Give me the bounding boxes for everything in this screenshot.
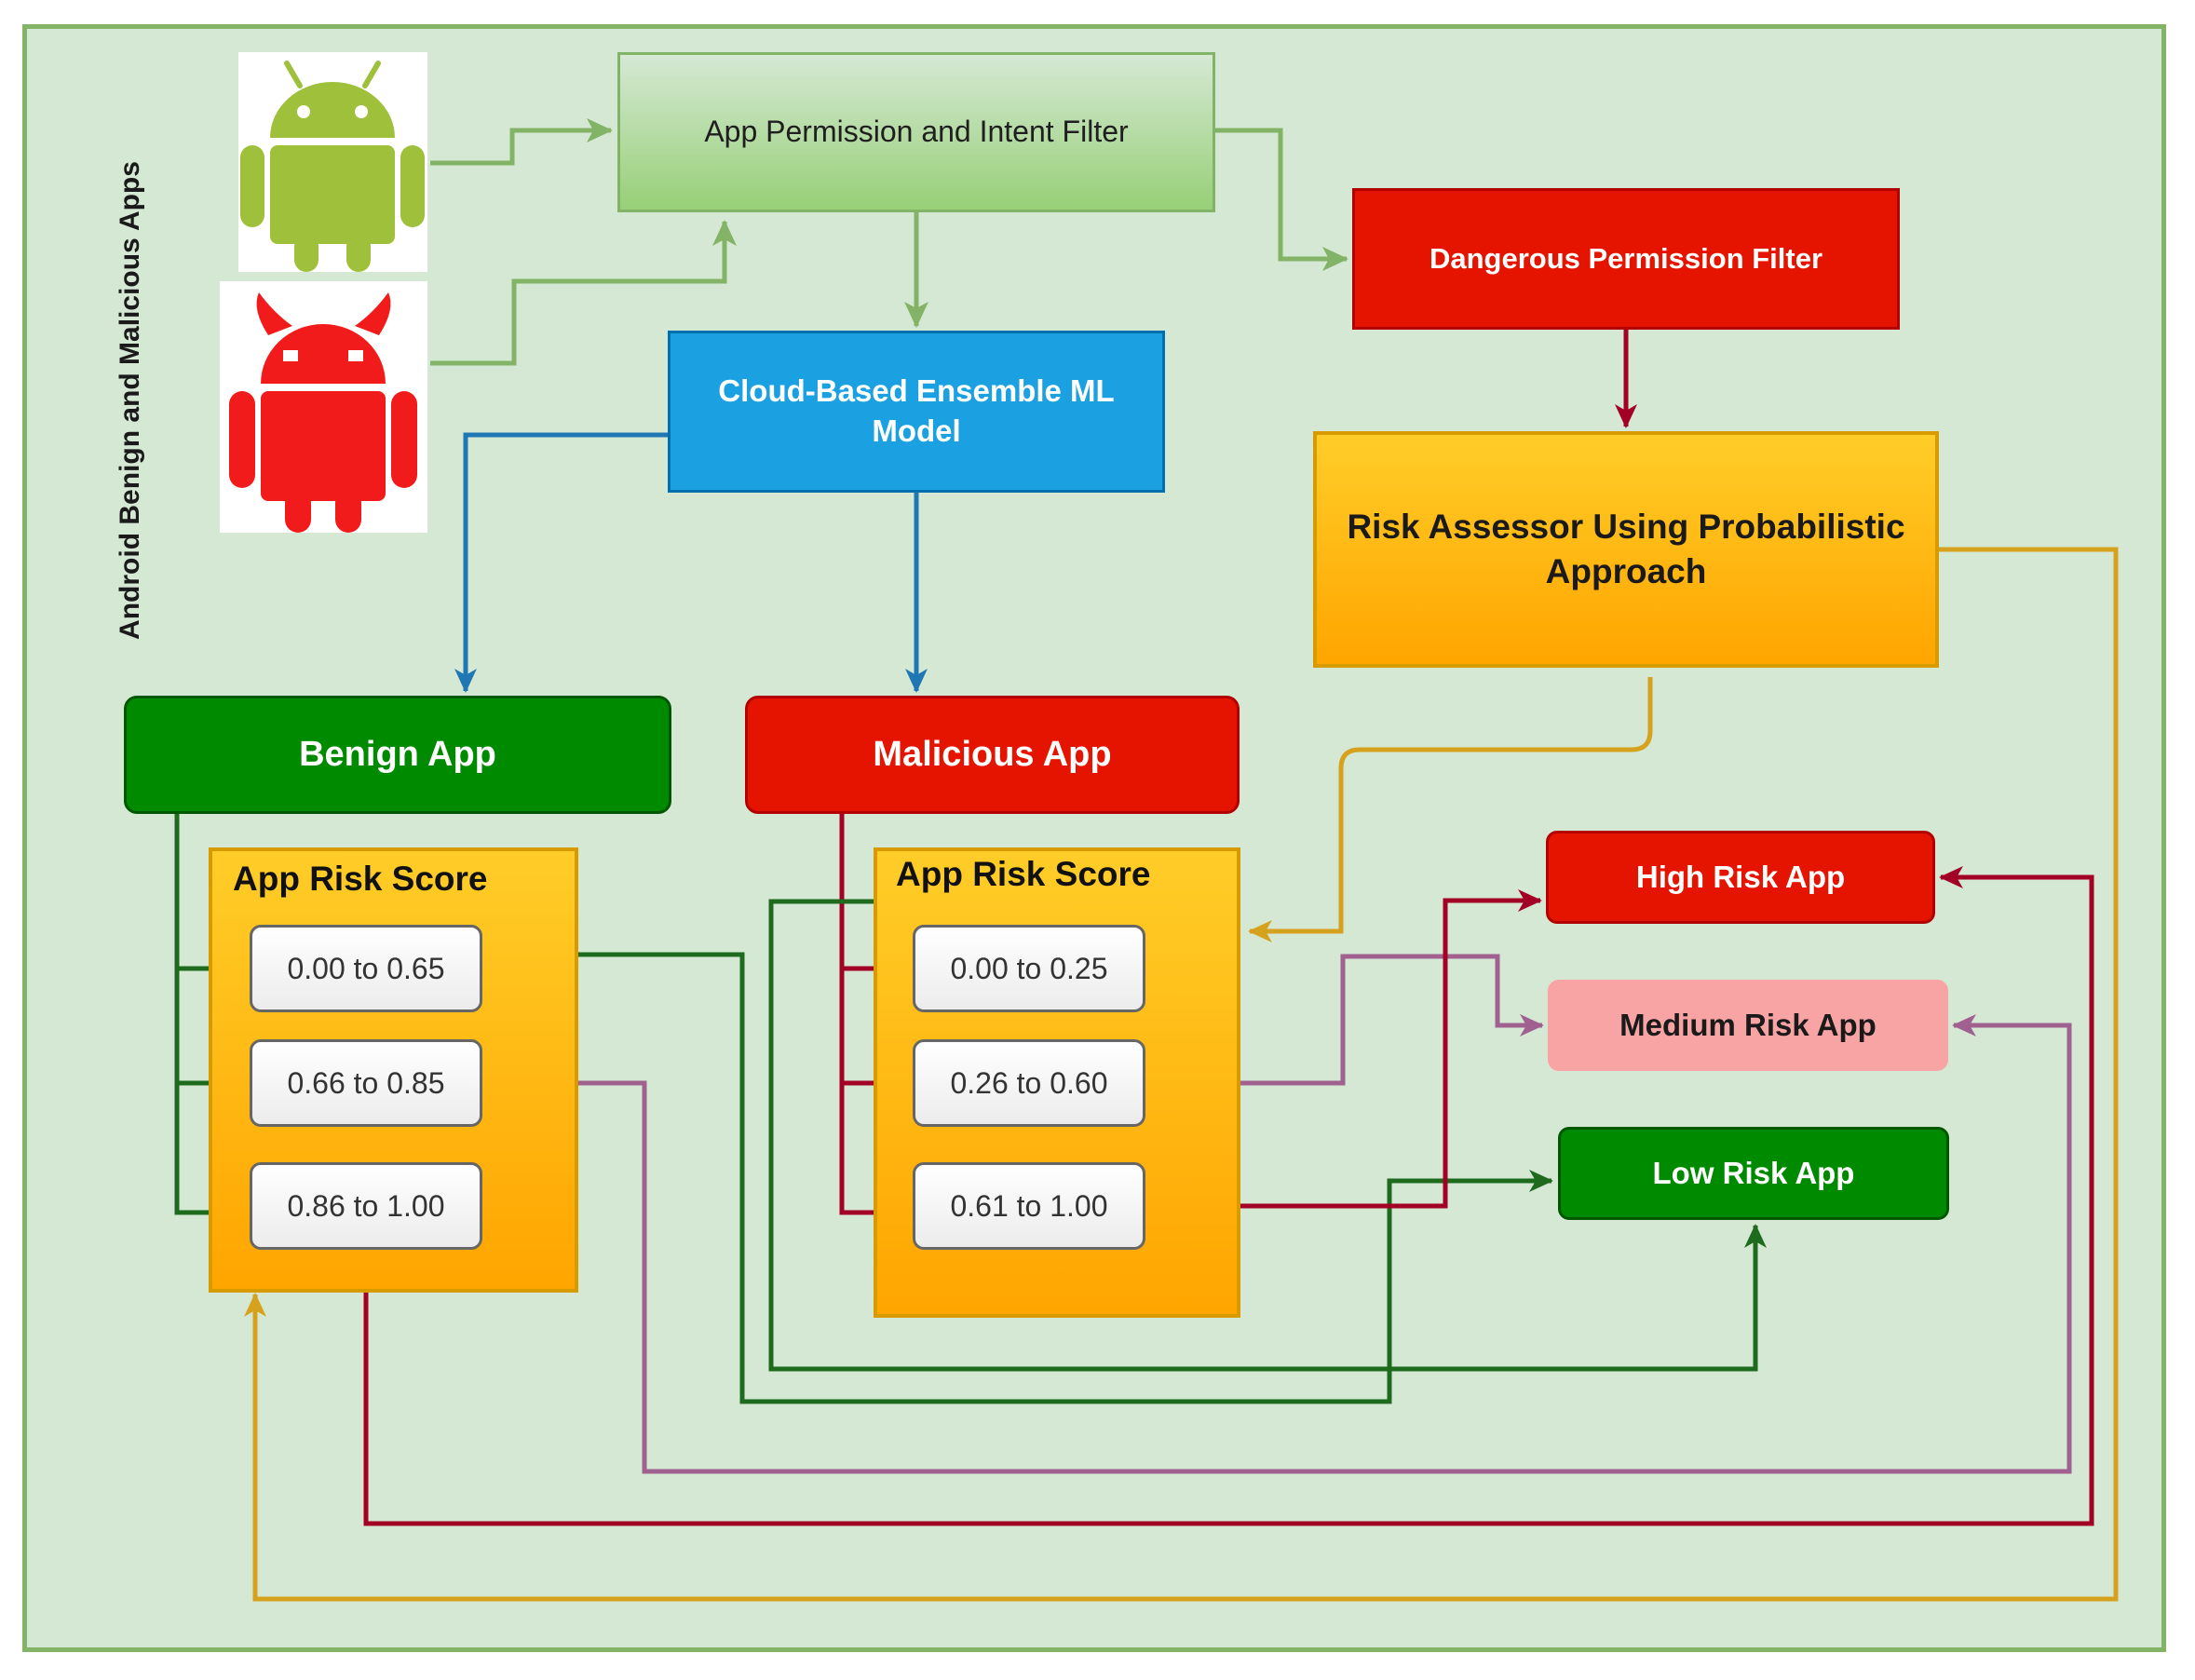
side-label-text: Android Benign and Malicious Apps	[115, 161, 145, 640]
malicious-icon-background	[220, 281, 427, 533]
malicious-range-2: 0.26 to 0.60	[913, 1039, 1145, 1127]
low-risk-app-box: Low Risk App	[1558, 1127, 1949, 1220]
malicious-app-box: Malicious App	[745, 696, 1240, 814]
malicious-panel-title: App Risk Score	[896, 855, 1151, 893]
malicious-range-3: 0.61 to 1.00	[913, 1162, 1145, 1250]
android-devil-icon	[229, 292, 417, 533]
benign-range-3: 0.86 to 1.00	[250, 1162, 482, 1250]
cloud-ensemble-model-box: Cloud-Based Ensemble ML Model	[668, 331, 1165, 493]
benign-panel-title: App Risk Score	[233, 860, 488, 898]
benign-icon-background	[238, 52, 427, 272]
benign-range-1: 0.00 to 0.65	[250, 925, 482, 1012]
malicious-range-1: 0.00 to 0.25	[913, 925, 1145, 1012]
benign-app-box: Benign App	[124, 696, 671, 814]
android-robot-icon	[240, 61, 425, 272]
medium-risk-app-box: Medium Risk App	[1548, 980, 1948, 1071]
dangerous-permission-filter-box: Dangerous Permission Filter	[1352, 188, 1900, 330]
risk-assessor-box: Risk Assessor Using Probabilistic Approa…	[1313, 431, 1939, 668]
high-risk-app-box: High Risk App	[1546, 831, 1935, 924]
app-permission-filter-box: App Permission and Intent Filter	[617, 52, 1215, 212]
benign-range-2: 0.66 to 0.85	[250, 1039, 482, 1127]
